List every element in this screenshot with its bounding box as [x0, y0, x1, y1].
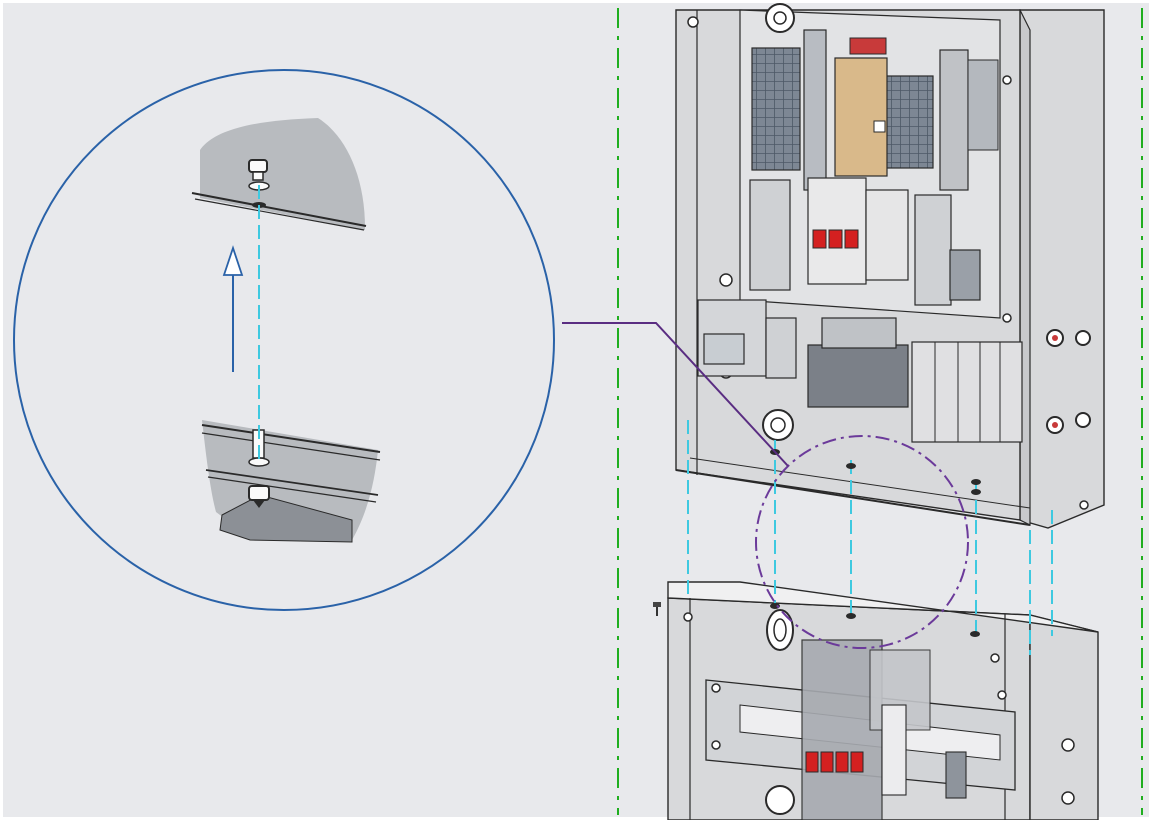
keyhole [765, 3, 795, 33]
cable-clamp [945, 751, 967, 799]
breaker-toggle [805, 751, 819, 773]
upper-side-panel [1019, 9, 1105, 529]
power-supply-unit [834, 57, 888, 177]
rotary-switch [949, 249, 981, 301]
meter-display [703, 333, 745, 365]
screw-icon [653, 602, 661, 616]
terminal-blocks [911, 341, 1023, 443]
breaker-toggle [850, 751, 864, 773]
assembly-path-lines [687, 420, 1053, 655]
side-hole [1075, 412, 1091, 428]
keyhole [765, 785, 795, 815]
breaker-toggle [828, 229, 843, 249]
transformer [807, 344, 909, 408]
contactor [865, 189, 909, 281]
keyhole [762, 409, 794, 441]
breaker-toggle [812, 229, 827, 249]
upper-enclosure[interactable] [675, 3, 1105, 529]
din-rail-vertical [803, 29, 827, 191]
side-hole [1075, 330, 1091, 346]
keyhole [766, 609, 794, 651]
upper-side-flange [1019, 9, 1031, 526]
lower-enclosure[interactable] [667, 581, 1099, 820]
lower-side-panel [1029, 614, 1099, 820]
detail-focus-circle [755, 435, 969, 649]
detail-view[interactable] [13, 69, 555, 611]
lower-breaker-stack [801, 639, 883, 820]
screw-hole [687, 16, 699, 28]
screw-hole [719, 273, 733, 287]
detail-leader-line [562, 322, 789, 467]
breaker-toggle [835, 751, 849, 773]
cable-duct-left [751, 47, 801, 171]
lower-top-rim [667, 581, 1099, 633]
up-arrow-icon [222, 245, 244, 372]
terminal-strip [849, 37, 887, 55]
detail-circle-outline [13, 69, 555, 611]
breaker-toggle [844, 229, 859, 249]
cable-duct-right [884, 75, 934, 169]
breaker-toggle [820, 751, 834, 773]
